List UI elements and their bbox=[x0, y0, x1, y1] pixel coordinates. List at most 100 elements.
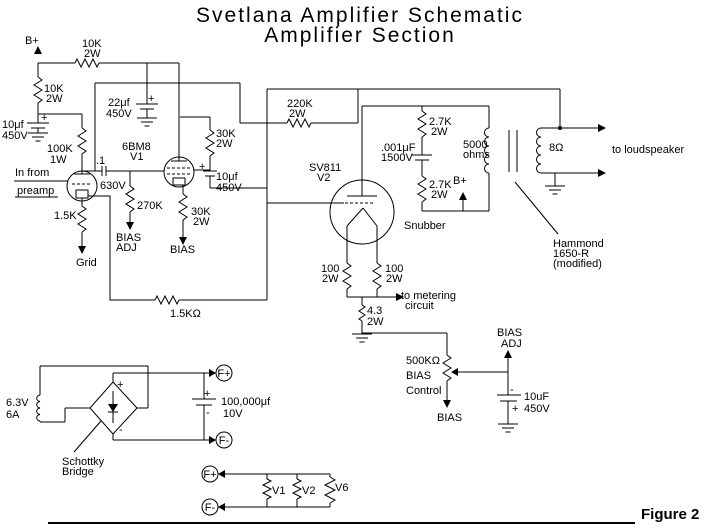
capacitors bbox=[27, 103, 521, 406]
c-10uf-mid-polarity: + bbox=[199, 161, 205, 173]
heater-winding bbox=[36, 394, 41, 422]
schottky-line2: Bridge bbox=[62, 466, 94, 478]
c-100000uf-minus: - bbox=[206, 407, 210, 419]
r-30k-lower-rating: 2W bbox=[193, 216, 210, 228]
tube-sv811 bbox=[329, 179, 395, 245]
capacitor-100000uf bbox=[192, 398, 216, 406]
schottky-bridge bbox=[89, 381, 138, 435]
primary-value: 5000 bbox=[463, 139, 487, 151]
capacitor-10uf-right bbox=[497, 394, 521, 402]
c-10uf-mid-value: 10μf bbox=[216, 171, 239, 183]
r-4r3-rating: 2W bbox=[367, 316, 384, 328]
c-10uf-right-rating: 450V bbox=[524, 403, 550, 415]
arrow-down-grid bbox=[78, 246, 86, 254]
c-10uf-left-value: 10μf bbox=[2, 119, 25, 131]
arrow-right-loudspeaker-bottom bbox=[598, 169, 606, 177]
arrow-right-metering bbox=[396, 293, 404, 301]
arrow-up-b-plus-right bbox=[459, 192, 467, 200]
capacitor-10uf-left bbox=[27, 122, 49, 129]
r-feedback-value: 1.5KΩ bbox=[170, 308, 201, 320]
metering-line2: circuit bbox=[405, 300, 434, 312]
secondary-value: 8Ω bbox=[549, 142, 563, 154]
r-10k-top-value: 10K bbox=[82, 38, 102, 50]
r-10k-left-rating: 2W bbox=[46, 93, 63, 105]
arrow-down-bias-adj-1 bbox=[126, 222, 134, 230]
heater-v6-element bbox=[323, 476, 337, 504]
b-plus-right-label: B+ bbox=[453, 175, 467, 187]
heater-winding-value: 6.3V bbox=[6, 397, 29, 409]
schematic-subtitle: Amplifier Section bbox=[264, 24, 456, 47]
r-27k-bottom-rating: 2W bbox=[431, 189, 448, 201]
arrow-left-pot-wiper bbox=[451, 368, 458, 376]
c-snubber-rating: 1500V bbox=[381, 152, 413, 164]
schematic-title: Svetlana Amplifier Schematic bbox=[196, 4, 524, 27]
c-10uf-right-plus: + bbox=[512, 403, 518, 415]
arrow-left-f-minus-2 bbox=[218, 503, 225, 511]
grid-label: Grid bbox=[76, 257, 97, 269]
hammond-line3: (modified) bbox=[553, 258, 602, 270]
resistor-4r3 bbox=[358, 304, 366, 322]
c-coupling-value: .1 bbox=[96, 155, 105, 167]
arrow-up-bias-adj-2 bbox=[504, 350, 512, 358]
arrow-right-loudspeaker-top bbox=[598, 124, 606, 132]
r-4r3-value: 4.3 bbox=[367, 305, 382, 317]
arrowheads bbox=[34, 46, 606, 511]
secondary-winding bbox=[536, 127, 542, 174]
pot-value: 500KΩ bbox=[406, 355, 440, 367]
resistor-2k7-bottom bbox=[417, 175, 427, 203]
r-100-right-rating: 2W bbox=[386, 273, 403, 285]
potentiometer-500k bbox=[442, 354, 452, 382]
snubber-label: Snubber bbox=[404, 220, 446, 232]
r-27k-bottom-value: 2.7K bbox=[429, 179, 452, 191]
c-snubber-value: .001μF bbox=[381, 142, 416, 154]
primary-unit: ohms bbox=[463, 149, 490, 161]
tube-6bm8-triode bbox=[66, 170, 98, 202]
r-30k-upper-value: 30K bbox=[216, 128, 236, 140]
tube2-designator: V2 bbox=[317, 172, 330, 184]
r-30k-upper-rating: 2W bbox=[216, 138, 233, 150]
wiring bbox=[14, 62, 598, 508]
resistor-1k5-cathode bbox=[77, 205, 87, 233]
diode-icon bbox=[108, 404, 118, 412]
capacitor-22uf bbox=[136, 103, 158, 110]
c-22uf-value: 22μf bbox=[108, 97, 131, 109]
r-100-left-rating: 2W bbox=[322, 273, 339, 285]
r-220k-rating: 2W bbox=[289, 108, 306, 120]
arrow-right-f-plus-1 bbox=[209, 369, 216, 377]
input-label-2: preamp bbox=[17, 185, 54, 197]
resistor-30k-lower bbox=[178, 193, 188, 221]
arrow-right-f-minus-1 bbox=[209, 436, 216, 444]
ground-icon bbox=[544, 185, 566, 195]
heater-v1-label: V1 bbox=[272, 485, 285, 497]
resistors bbox=[33, 57, 452, 504]
junction-dot bbox=[558, 126, 562, 130]
r-100k-value: 100K bbox=[47, 143, 73, 155]
ground-symbols bbox=[27, 117, 566, 433]
ground-icon bbox=[351, 333, 373, 343]
r-220k-value: 220K bbox=[287, 98, 313, 110]
arrow-left-f-plus-2 bbox=[218, 470, 225, 478]
ground-icon bbox=[497, 423, 519, 433]
r-100-left-value: 100 bbox=[321, 263, 339, 275]
c-22uf-polarity: + bbox=[148, 93, 154, 105]
heater-winding-rating: 6A bbox=[6, 409, 20, 421]
c-10uf-right-value: 10uF bbox=[524, 391, 549, 403]
c-coupling-rating: 630V bbox=[100, 180, 126, 192]
ground-icon bbox=[136, 117, 158, 127]
resistor-30k-upper bbox=[205, 129, 215, 157]
c-10uf-left-rating: 450V bbox=[2, 130, 28, 142]
resistor-100-right bbox=[372, 262, 382, 290]
heater-v1-element bbox=[261, 478, 273, 500]
ground-icon bbox=[27, 132, 49, 142]
r-100-right-value: 100 bbox=[385, 263, 403, 275]
c-100000uf-value: 100,000μf bbox=[221, 396, 271, 408]
r-270k-value: 270K bbox=[137, 200, 163, 212]
hammond-line1: Hammond bbox=[553, 238, 604, 250]
bias-2-label: BIAS bbox=[437, 412, 462, 424]
c-22uf-rating: 450V bbox=[106, 108, 132, 120]
pot-label-2: Control bbox=[406, 385, 441, 397]
metering-line1: to metering bbox=[401, 290, 456, 302]
r-27k-top-rating: 2W bbox=[431, 126, 448, 138]
pot-label-1: BIAS bbox=[406, 370, 431, 382]
